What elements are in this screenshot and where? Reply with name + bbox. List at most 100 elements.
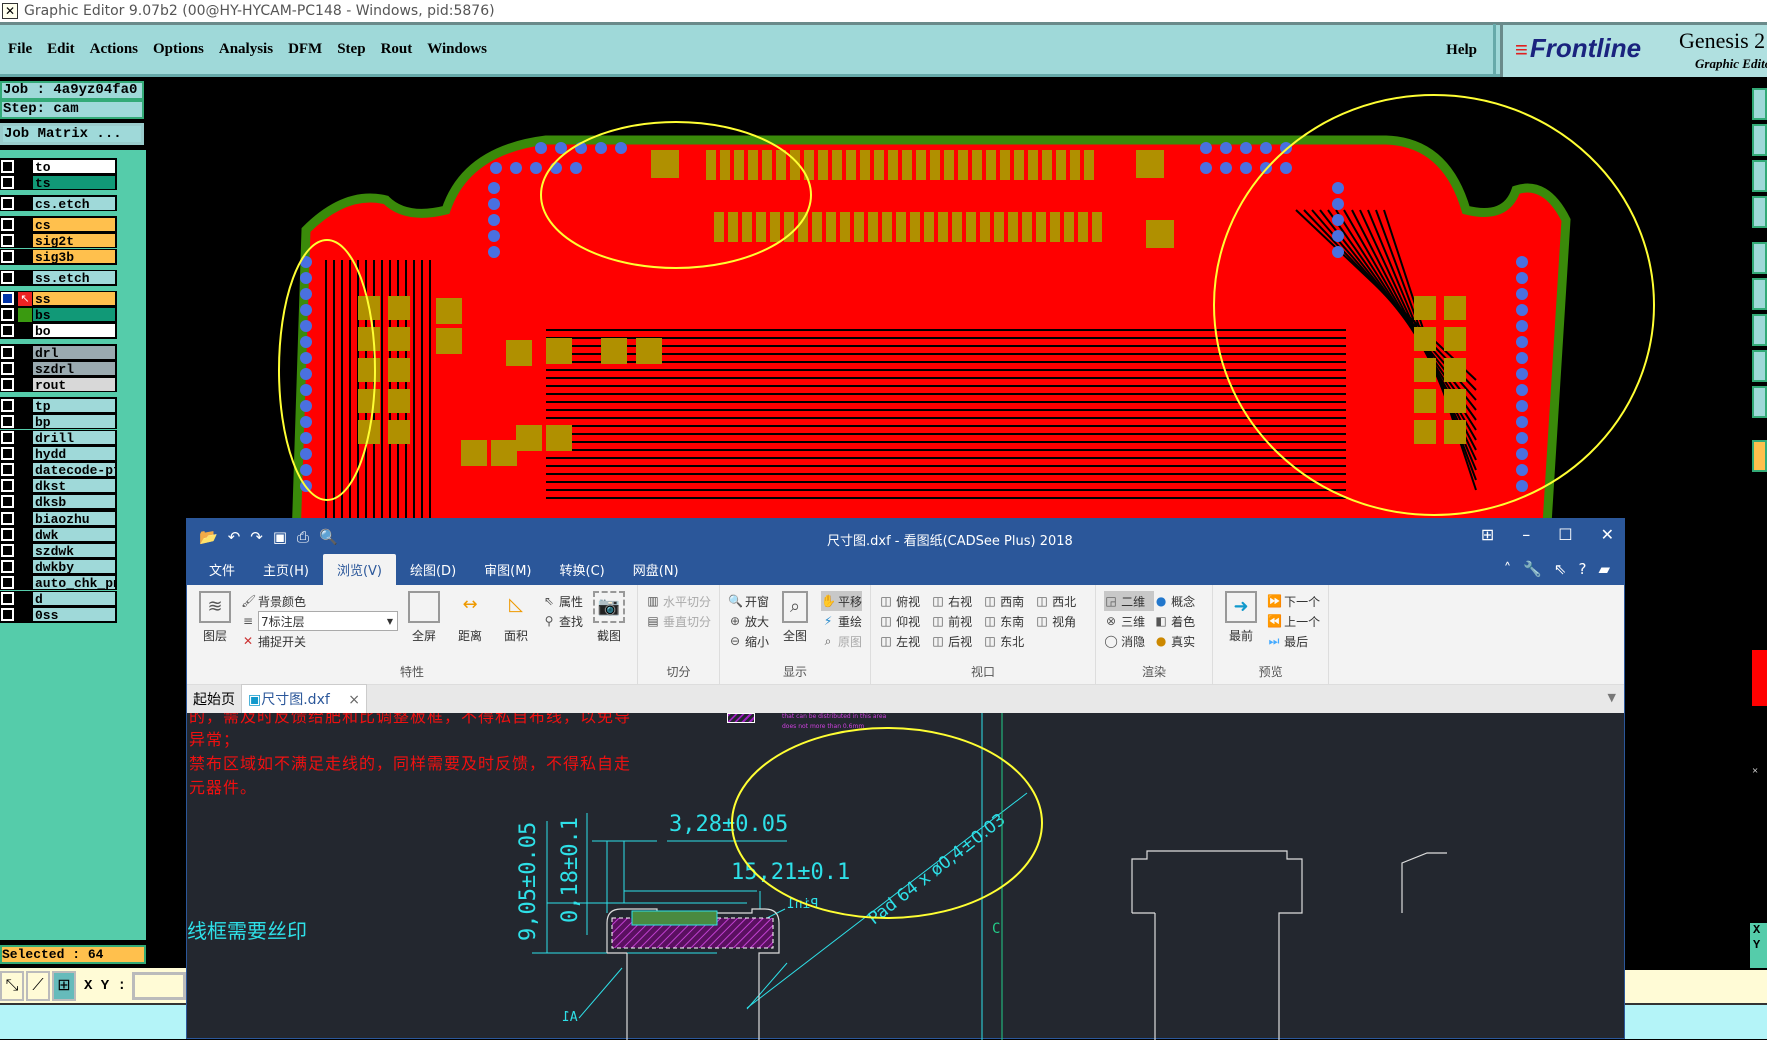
attributes-button[interactable]: ⇖属性 bbox=[542, 591, 583, 611]
close-icon[interactable]: ✕ bbox=[1600, 525, 1614, 544]
pcb-canvas[interactable] bbox=[146, 80, 1750, 970]
layer-row[interactable]: szdwk bbox=[0, 542, 117, 559]
menu-analysis[interactable]: Analysis bbox=[218, 41, 274, 57]
layer-checkbox[interactable] bbox=[0, 360, 15, 376]
tab-browse[interactable]: 浏览(V) bbox=[322, 554, 396, 585]
view-button[interactable]: ◫前视 bbox=[931, 611, 983, 631]
render-button[interactable]: ⊗三维 bbox=[1104, 611, 1154, 631]
menu-dfm[interactable]: DFM bbox=[288, 41, 323, 57]
xy-input[interactable] bbox=[132, 971, 186, 1000]
layer-checkbox[interactable] bbox=[0, 376, 15, 392]
render-button[interactable]: ◯消隐 bbox=[1104, 631, 1154, 651]
zoom-in-button[interactable]: ⊕放大 bbox=[728, 611, 769, 631]
layer-row[interactable]: sig2t bbox=[0, 232, 117, 249]
tool-button[interactable] bbox=[1752, 278, 1767, 310]
layer-checkbox[interactable] bbox=[0, 249, 15, 264]
layer-row[interactable]: dwk bbox=[0, 526, 117, 543]
layer-row[interactable]: sig3b bbox=[0, 248, 117, 265]
doc-tab-dxf[interactable]: ▣尺寸图.dxf × bbox=[241, 684, 367, 713]
tab-review[interactable]: 审图(M) bbox=[484, 564, 532, 579]
drawing-canvas[interactable]: 的，需及时反馈给肥和比调整板框，不得私自布线，以免导 异常； 禁布区域如不满足走… bbox=[187, 713, 1624, 1040]
last-button[interactable]: ⏭最后 bbox=[1267, 631, 1320, 651]
layer-checkbox[interactable] bbox=[0, 607, 15, 623]
layer-checkbox[interactable] bbox=[0, 413, 15, 429]
layer-row[interactable]: ss.etch bbox=[0, 269, 117, 286]
layer-checkbox[interactable] bbox=[0, 195, 15, 211]
cursor-icon[interactable]: ⇖ bbox=[1553, 560, 1567, 578]
view-button[interactable]: ◫后视 bbox=[931, 631, 983, 651]
close-tab-icon[interactable]: × bbox=[348, 692, 360, 708]
doc-tab-start[interactable]: 起始页 bbox=[193, 692, 235, 708]
tab-draw[interactable]: 绘图(D) bbox=[409, 564, 457, 579]
measure-icon[interactable]: ⟋ bbox=[26, 970, 50, 1001]
next-button[interactable]: ⏩下一个 bbox=[1267, 591, 1320, 611]
layer-row[interactable]: rout bbox=[0, 376, 117, 393]
layer-row[interactable]: bp bbox=[0, 413, 117, 430]
render-button[interactable]: ●真实 bbox=[1154, 631, 1204, 651]
distance-button[interactable]: ↔距离 bbox=[450, 591, 490, 644]
save-icon[interactable]: ▣ bbox=[272, 528, 288, 546]
tab-cloud[interactable]: 网盘(N) bbox=[632, 564, 679, 579]
layer-checkbox[interactable] bbox=[0, 158, 15, 174]
find-button[interactable]: ⚲查找 bbox=[542, 611, 583, 631]
maximize-icon[interactable]: ☐ bbox=[1558, 525, 1573, 544]
feedback-icon[interactable]: ▰ bbox=[1598, 560, 1610, 578]
layer-checkbox[interactable] bbox=[0, 542, 15, 558]
redo-icon[interactable]: ↷ bbox=[250, 528, 263, 546]
layer-checkbox[interactable] bbox=[0, 446, 15, 462]
menu-help[interactable]: Help bbox=[1446, 23, 1496, 76]
zoom-arrow-icon[interactable]: ⤡ bbox=[0, 970, 24, 1001]
pan-button[interactable]: ✋平移 bbox=[821, 591, 863, 611]
menu-edit[interactable]: Edit bbox=[47, 41, 75, 57]
tool-button[interactable] bbox=[1752, 386, 1767, 418]
restore-icon[interactable]: ⊞ bbox=[1480, 525, 1495, 544]
prev-button[interactable]: ⏪上一个 bbox=[1267, 611, 1320, 631]
tool-button[interactable] bbox=[1752, 124, 1767, 156]
view-button[interactable]: ◫右视 bbox=[931, 591, 983, 611]
tool-button[interactable] bbox=[1752, 440, 1767, 472]
layer-row[interactable]: szdrl bbox=[0, 360, 117, 377]
layer-row[interactable]: dksb bbox=[0, 493, 117, 510]
layer-checkbox[interactable] bbox=[0, 510, 15, 526]
layer-checkbox[interactable] bbox=[0, 174, 15, 190]
tool-button[interactable] bbox=[1752, 88, 1767, 120]
layer-row[interactable]: cs bbox=[0, 216, 117, 233]
layer-checkbox[interactable] bbox=[0, 270, 15, 286]
minimize-icon[interactable]: – bbox=[1522, 525, 1531, 544]
render-button[interactable]: ◲二维 bbox=[1104, 591, 1155, 611]
redraw-button[interactable]: ⚡重绘 bbox=[821, 611, 862, 631]
tool-button[interactable] bbox=[1752, 160, 1767, 192]
menu-step[interactable]: Step bbox=[337, 41, 366, 57]
layer-row[interactable]: tp bbox=[0, 397, 117, 414]
split-horizontal-button[interactable]: ▥水平切分 bbox=[646, 591, 711, 611]
render-button[interactable]: ◧着色 bbox=[1154, 611, 1204, 631]
layer-checkbox[interactable] bbox=[0, 574, 15, 590]
menu-rout[interactable]: Rout bbox=[380, 41, 413, 57]
layer-row[interactable]: to bbox=[0, 158, 117, 174]
layer-row[interactable]: dwkby bbox=[0, 558, 117, 575]
print-icon[interactable]: ⎙ bbox=[297, 528, 310, 546]
layer-row[interactable]: d bbox=[0, 590, 117, 607]
view-button[interactable]: ◫西北 bbox=[1035, 591, 1087, 611]
collapse-ribbon-icon[interactable]: ˄ bbox=[1503, 560, 1512, 578]
tab-file[interactable]: 文件 bbox=[209, 564, 236, 579]
tool-button[interactable] bbox=[1752, 350, 1767, 382]
view-button[interactable]: ◫仰视 bbox=[879, 611, 931, 631]
layer-checkbox[interactable] bbox=[0, 494, 15, 510]
layer-row[interactable]: 0ss bbox=[0, 606, 117, 623]
view-button[interactable]: ◫东北 bbox=[983, 631, 1035, 651]
window-zoom-button[interactable]: 🔍开窗 bbox=[728, 591, 769, 611]
layer-row[interactable]: biaozhu bbox=[0, 510, 117, 526]
job-matrix-button[interactable]: Job Matrix ... bbox=[0, 123, 144, 145]
layer-row[interactable]: drl bbox=[0, 344, 117, 360]
undo-icon[interactable]: ↶ bbox=[227, 528, 241, 546]
tool-button[interactable] bbox=[1752, 242, 1767, 274]
layer-row[interactable]: hydd bbox=[0, 445, 117, 462]
bg-color-button[interactable]: 🖌背景颜色 bbox=[241, 591, 398, 611]
layer-row[interactable]: bo bbox=[0, 322, 117, 339]
layer-checkbox[interactable] bbox=[0, 478, 15, 494]
open-icon[interactable]: 📂 bbox=[199, 528, 218, 546]
layer-checkbox[interactable] bbox=[0, 397, 15, 413]
grid-icon[interactable]: ⊞ bbox=[52, 970, 76, 1001]
layer-checkbox[interactable] bbox=[0, 462, 15, 478]
